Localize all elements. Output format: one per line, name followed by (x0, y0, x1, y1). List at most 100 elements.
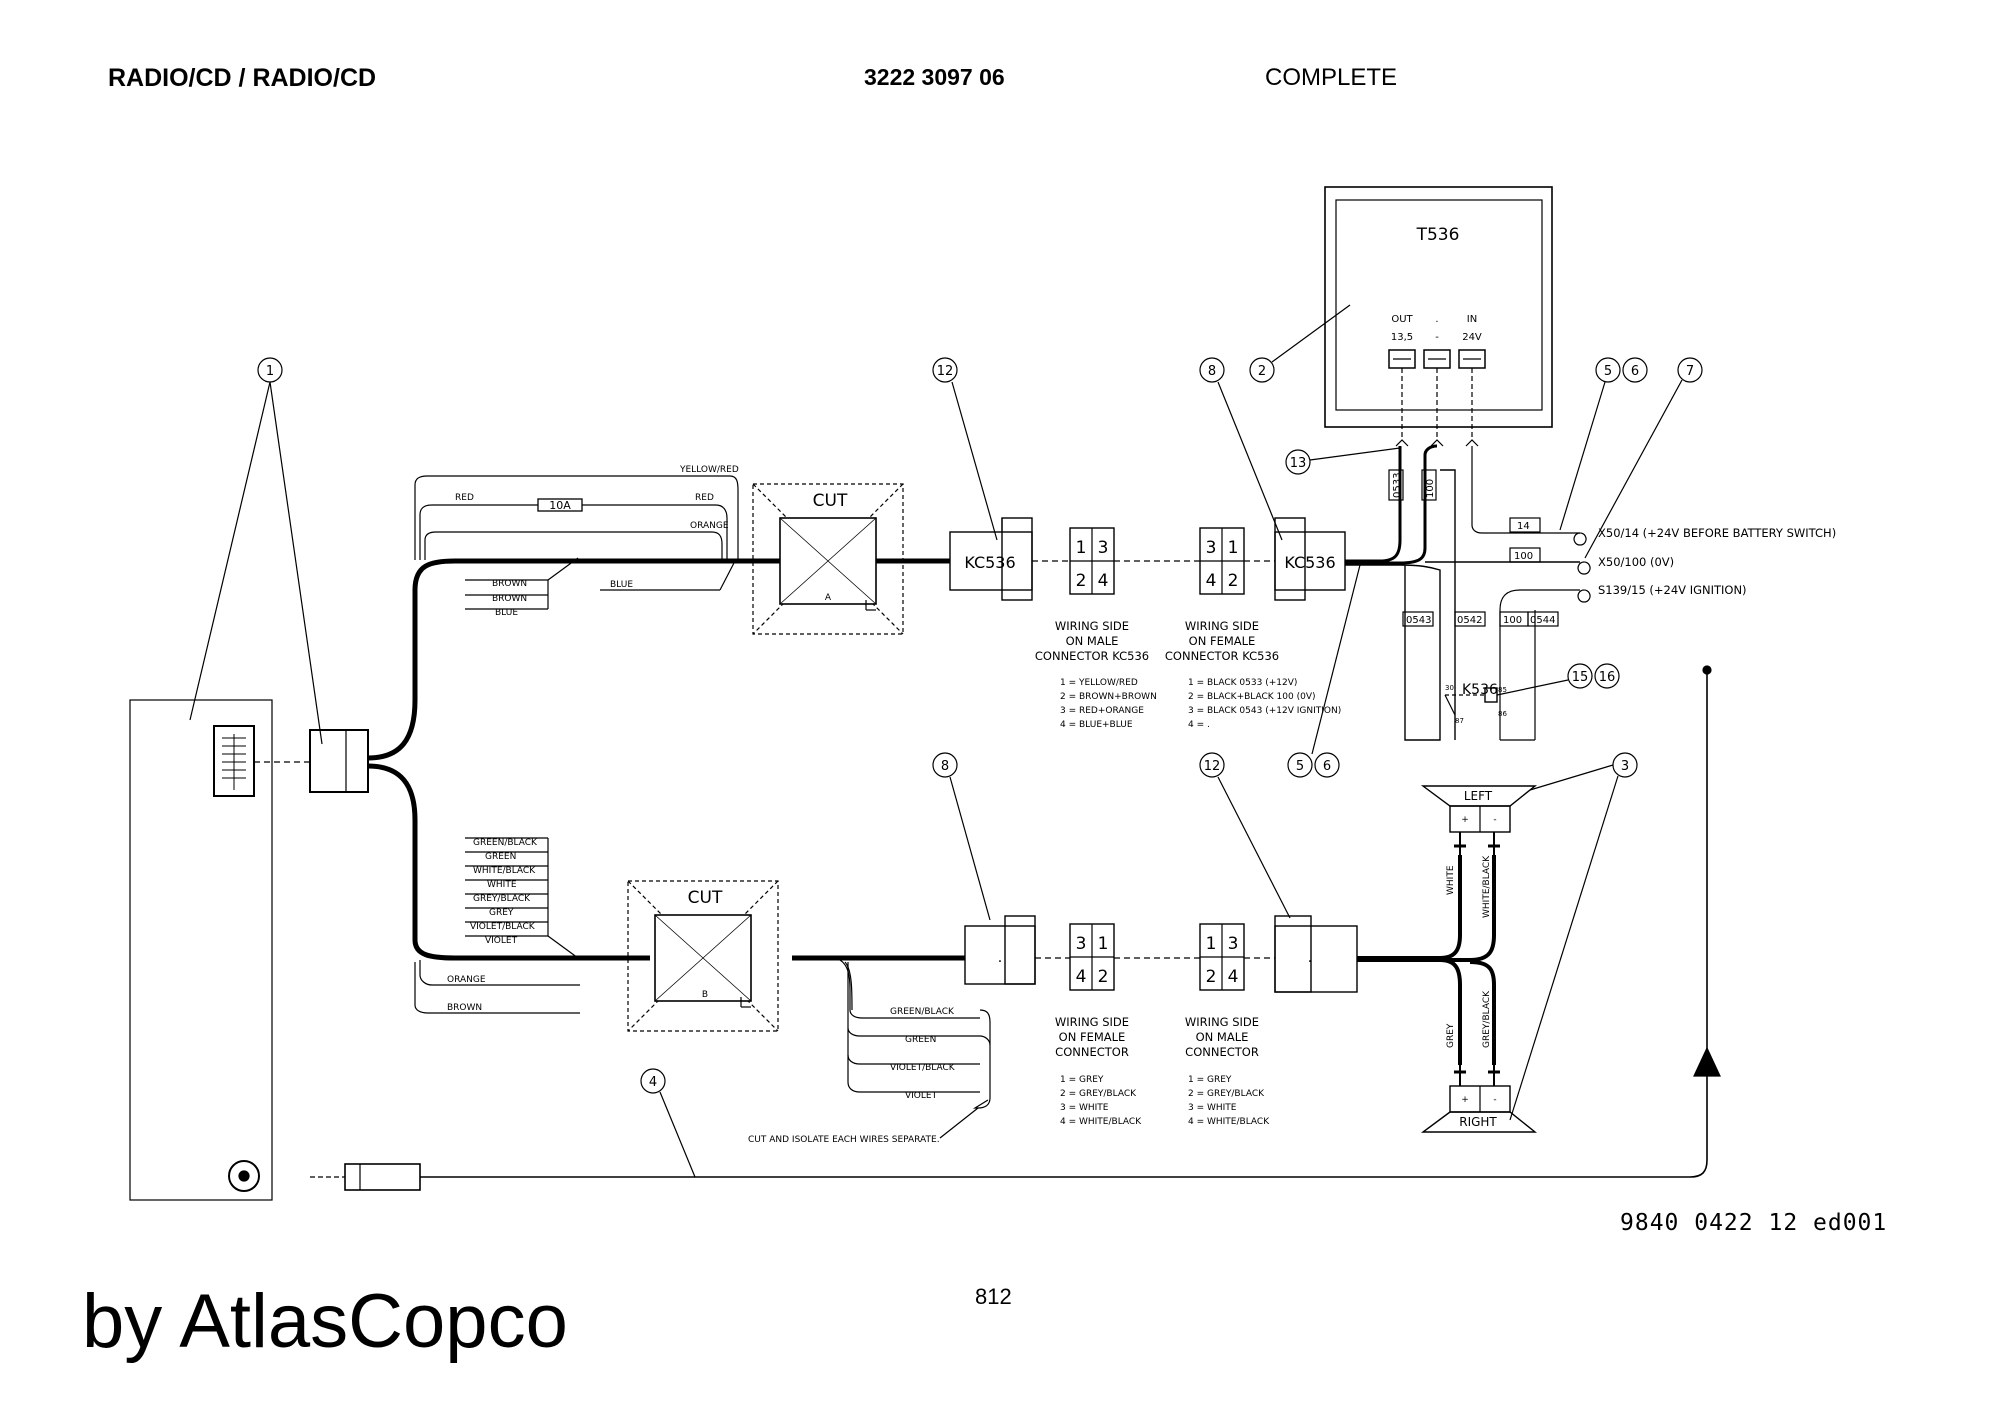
lower-left-dot: . (998, 950, 1002, 966)
wire-no-100a: 100 (1425, 479, 1436, 498)
callout-5a-label: 5 (1604, 364, 1612, 379)
connector-lower-left (964, 925, 1036, 985)
wire-blue-bundle: BLUE (495, 608, 518, 618)
t536-mid-value: - (1435, 332, 1439, 343)
male-pin-3: 3 (1098, 538, 1109, 558)
wire-no-100c: 100 (1514, 551, 1533, 562)
main-harness-lower (367, 763, 650, 961)
male-pin-4: 4 (1098, 571, 1109, 591)
wire-orange-lower: ORANGE (447, 975, 486, 985)
wire-orange: ORANGE (690, 521, 729, 531)
caption-female-1: WIRING SIDE (1185, 619, 1259, 633)
callout-4-label: 4 (649, 1075, 657, 1090)
pinout-male-1: 1 = YELLOW/RED (1060, 678, 1138, 688)
wire-green-black: GREEN/BLACK (473, 838, 538, 848)
branch-violet-black: VIOLET/BLACK (890, 1063, 956, 1073)
pinout-female-1: 1 = BLACK 0533 (+12V) (1188, 678, 1297, 688)
wire-brown-2: BROWN (492, 594, 527, 604)
lower-pinout-f-1: 1 = GREY (1060, 1075, 1104, 1085)
connector-kc536-female (1274, 531, 1346, 591)
callout-3-label: 3 (1621, 759, 1629, 774)
callout-12a-label: 12 (937, 364, 954, 379)
lower-pinout-m-3: 3 = WHITE (1188, 1103, 1237, 1113)
lower-left-pin-1: 1 (1098, 934, 1109, 954)
caption-male-2: ON MALE (1066, 634, 1119, 648)
wire-grey-black: GREY/BLACK (473, 894, 531, 904)
lower-right-dot: . (1308, 950, 1312, 966)
wire-red-2: RED (695, 493, 714, 503)
callout-15 (1567, 663, 1593, 689)
antenna-plug (344, 1163, 421, 1191)
wire-white: WHITE (487, 880, 517, 890)
t536-label: T536 (1416, 225, 1460, 245)
speaker-wire-grey-black: GREY/BLACK (1482, 990, 1492, 1048)
antenna-arrow (1693, 1046, 1721, 1077)
speaker-wire-white-black: WHITE/BLACK (1482, 855, 1492, 918)
speaker-left-label: LEFT (1464, 789, 1493, 803)
kc536-female-label: KC536 (1284, 553, 1335, 572)
speaker-right-label: RIGHT (1459, 1115, 1497, 1129)
radio-iso-socket (213, 725, 255, 797)
lower-caption-male-1: WIRING SIDE (1185, 1015, 1259, 1029)
wire-no-0543: 0543 (1406, 615, 1431, 626)
page-number: 812 (975, 1284, 1012, 1309)
lower-caption-male-3: CONNECTOR (1185, 1045, 1259, 1059)
brand-watermark: by AtlasCopco (82, 1279, 568, 1364)
fuse-10a (537, 498, 583, 512)
callout-6b-label: 6 (1323, 759, 1331, 774)
radio-unit (129, 699, 273, 1201)
wire-blue: BLUE (610, 580, 633, 590)
callout-8b-label: 8 (941, 759, 949, 774)
pinout-male-2: 2 = BROWN+BROWN (1060, 692, 1157, 702)
caption-female-2: ON FEMALE (1189, 634, 1256, 648)
callout-1-label: 1 (266, 364, 274, 379)
callout-16 (1594, 663, 1620, 689)
callout-6a-label: 6 (1631, 364, 1639, 379)
lower-pinout-f-3: 3 = WHITE (1060, 1103, 1109, 1113)
lower-right-pin-3: 3 (1228, 934, 1239, 954)
terminal-x50-14: X50/14 (+24V BEFORE BATTERY SWITCH) (1598, 526, 1836, 540)
t536-in-label: IN (1467, 314, 1477, 325)
wire-no-0544: 0544 (1530, 615, 1555, 626)
caption-female-3: CONNECTOR KC536 (1165, 649, 1279, 663)
speaker-wire-grey: GREY (1446, 1023, 1456, 1048)
relay-label: K536 (1462, 682, 1498, 698)
relay-pin-85: 85 (1498, 686, 1507, 694)
wire-no-14: 14 (1517, 521, 1530, 532)
callout-1 (257, 357, 283, 383)
callout-5a (1595, 357, 1621, 383)
lower-right-pin-4: 4 (1228, 967, 1239, 987)
callout-12a (932, 357, 958, 383)
lower-caption-female-1: WIRING SIDE (1055, 1015, 1129, 1029)
speaker-left-plus: + (1461, 815, 1469, 825)
callout-2 (1249, 357, 1275, 383)
cut-a-label: CUT (813, 491, 848, 511)
caption-male-3: CONNECTOR KC536 (1035, 649, 1149, 663)
terminal-x50-100: X50/100 (0V) (1598, 555, 1674, 569)
wire-brown-lower: BROWN (447, 1003, 482, 1013)
callout-15-label: 15 (1572, 670, 1589, 685)
branch-green: GREEN (905, 1035, 936, 1045)
isolate-note: CUT AND ISOLATE EACH WIRES SEPARATE. (748, 1135, 940, 1145)
lower-left-pin-2: 2 (1098, 967, 1109, 987)
t536-mid-label: . (1435, 314, 1438, 325)
relay-pin-87: 87 (1455, 717, 1464, 725)
main-harness-upper (367, 558, 780, 761)
female-pin-3: 3 (1206, 538, 1217, 558)
wire-violet: VIOLET (485, 936, 518, 946)
male-pin-1: 1 (1076, 538, 1087, 558)
cut-a-letter: A (825, 593, 832, 603)
wire-red-1: RED (455, 493, 474, 503)
pinout-male-3: 3 = RED+ORANGE (1060, 706, 1144, 716)
callout-8a (1199, 357, 1225, 383)
callout-6b (1314, 752, 1340, 778)
wire-grey: GREY (489, 908, 514, 918)
connector-kc536-male (949, 531, 1033, 591)
antenna-cable (420, 1080, 1708, 1178)
cut-box-b (627, 880, 779, 1032)
lower-left-pin-4: 4 (1076, 967, 1087, 987)
lower-pinout-f-4: 4 = WHITE/BLACK (1060, 1117, 1142, 1127)
callout-12b (1199, 752, 1225, 778)
female-pin-4: 4 (1206, 571, 1217, 591)
